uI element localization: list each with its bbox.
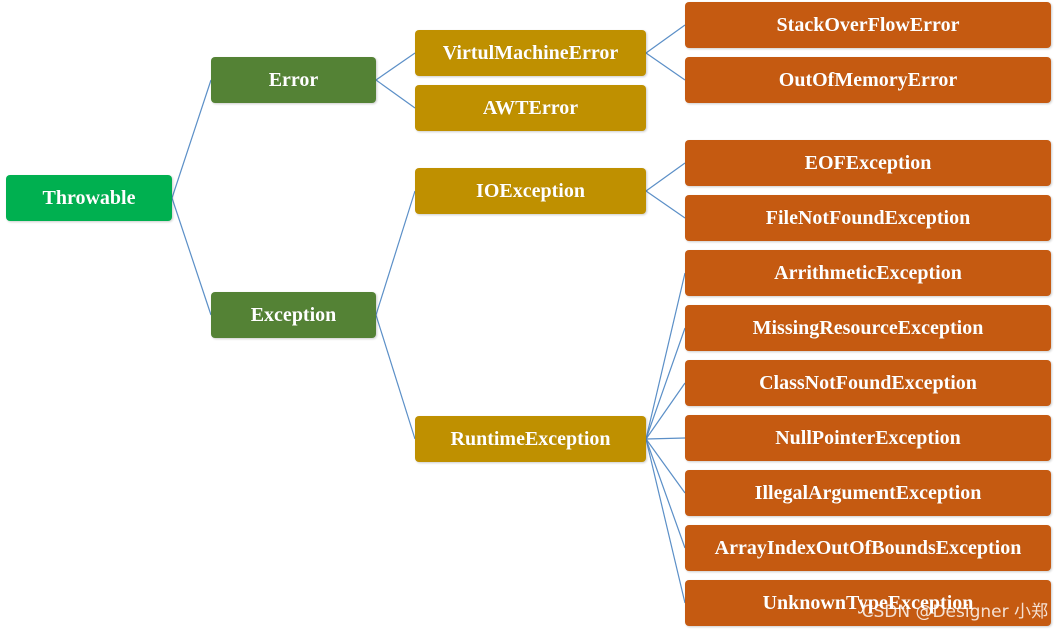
node-runtime-exception: RuntimeException xyxy=(415,416,646,462)
node-class-not-found-exception: ClassNotFoundException xyxy=(685,360,1051,406)
connector-io-eof xyxy=(645,162,686,192)
node-error: Error xyxy=(211,57,376,103)
node-null-pointer-exception: NullPointerException xyxy=(685,415,1051,461)
node-unknown-type-exception: UnknownTypeException xyxy=(685,580,1051,626)
node-stack-overflow-error: StackOverFlowError xyxy=(685,2,1051,48)
connector-runtime-missingresource xyxy=(645,327,686,440)
node-exception: Exception xyxy=(211,292,376,338)
node-virtual-machine-error: VirtulMachineError xyxy=(415,30,646,76)
node-throwable: Throwable xyxy=(6,175,172,221)
node-arrithmetic-exception: ArrithmeticException xyxy=(685,250,1051,296)
node-io-exception: IOException xyxy=(415,168,646,214)
connector-io-filenotfound xyxy=(645,190,686,219)
connector-vme-outofmemory xyxy=(645,52,686,81)
node-array-index-out-of-bounds-exception: ArrayIndexOutOfBoundsException xyxy=(685,525,1051,571)
connector-throwable-error xyxy=(171,79,212,199)
connector-exception-io xyxy=(375,190,416,316)
connector-runtime-arrayindex xyxy=(645,438,686,549)
node-out-of-memory-error: OutOfMemoryError xyxy=(685,57,1051,103)
node-eof-exception: EOFException xyxy=(685,140,1051,186)
watermark-text: CSDN @Designer 小郑 xyxy=(861,602,1048,622)
connector-error-vme xyxy=(375,52,416,81)
node-file-not-found-exception: FileNotFoundException xyxy=(685,195,1051,241)
connector-runtime-arrithmetic xyxy=(645,272,686,440)
node-illegal-argument-exception: IllegalArgumentException xyxy=(685,470,1051,516)
node-missing-resource-exception: MissingResourceException xyxy=(685,305,1051,351)
connector-runtime-unknowntype xyxy=(645,438,686,604)
node-awt-error: AWTError xyxy=(415,85,646,131)
connector-throwable-exception xyxy=(171,197,212,316)
connector-exception-runtime xyxy=(375,314,416,440)
connector-vme-stackoverflow xyxy=(645,24,686,54)
connector-error-awt xyxy=(375,79,416,109)
connector-runtime-nullpointer xyxy=(645,437,686,440)
connector-runtime-classnotfound xyxy=(645,382,686,440)
connector-runtime-illegalargument xyxy=(645,438,686,494)
